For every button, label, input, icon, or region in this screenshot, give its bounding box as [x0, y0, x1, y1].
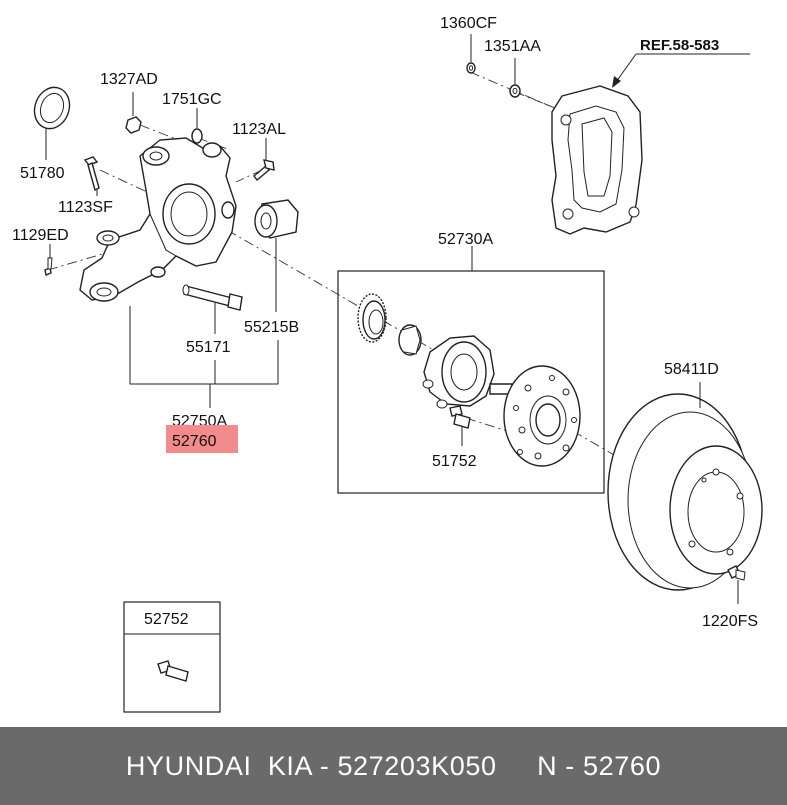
label-1360cf: 1360CF [440, 15, 497, 32]
label-52730a: 52730A [438, 231, 493, 248]
label-1327ad: 1327AD [100, 71, 158, 88]
bolt-1123al [253, 138, 275, 182]
hub-assembly-box [337, 270, 605, 494]
assembly-bracket-52750a [129, 306, 279, 408]
label-51780: 51780 [20, 165, 65, 182]
ref-label-text: REF.58-583 [640, 37, 719, 54]
label-1123al: 1123AL [232, 121, 286, 138]
bush-1751gc [191, 108, 203, 144]
stud-box [123, 601, 221, 713]
screw-1220fs [727, 565, 746, 604]
screw-1129ed [44, 244, 53, 276]
label-1351aa: 1351AA [484, 38, 541, 55]
bushing-55215b [254, 199, 299, 312]
nut-1351aa [509, 58, 521, 98]
hub-flange [503, 365, 581, 467]
label-52752: 52752 [144, 611, 189, 628]
stud-52752 [157, 660, 189, 682]
label-1123sf: 1123SF [58, 199, 113, 216]
highlight-52760 [166, 425, 238, 453]
nut-1360cf [466, 34, 476, 74]
label-55171: 55171 [186, 339, 231, 356]
bolt-55171 [182, 284, 243, 334]
tone-ring [357, 293, 387, 343]
brake-disc [607, 382, 763, 591]
hub [422, 335, 513, 409]
footer-text: HYUNDAI KIA - 527203K050 N - 52760 [125, 750, 662, 781]
label-51752: 51752 [432, 453, 477, 470]
label-58411d: 58411D [664, 361, 719, 378]
label-1129ed: 1129ED [12, 227, 69, 244]
caliper-bracket [551, 85, 643, 235]
nut-1327ad [125, 92, 142, 134]
bolt-1123sf [83, 156, 100, 196]
footer-bar: HYUNDAI KIA - 527203K050 N - 52760 [0, 727, 787, 805]
ref-label: REF.58-583 [612, 37, 750, 88]
label-1220fs: 1220FS [702, 613, 758, 630]
label-52760: 52760 [172, 433, 217, 450]
bearing [398, 324, 422, 356]
knuckle [79, 137, 237, 302]
stud-51752 [449, 405, 471, 446]
parts-diagram: REF.58-583 1360CF 1351AA 51780 1327AD 17… [12, 15, 763, 713]
label-1751gc: 1751GC [162, 91, 222, 108]
label-55215b: 55215B [244, 319, 299, 336]
seal-ring-51780 [33, 86, 71, 160]
